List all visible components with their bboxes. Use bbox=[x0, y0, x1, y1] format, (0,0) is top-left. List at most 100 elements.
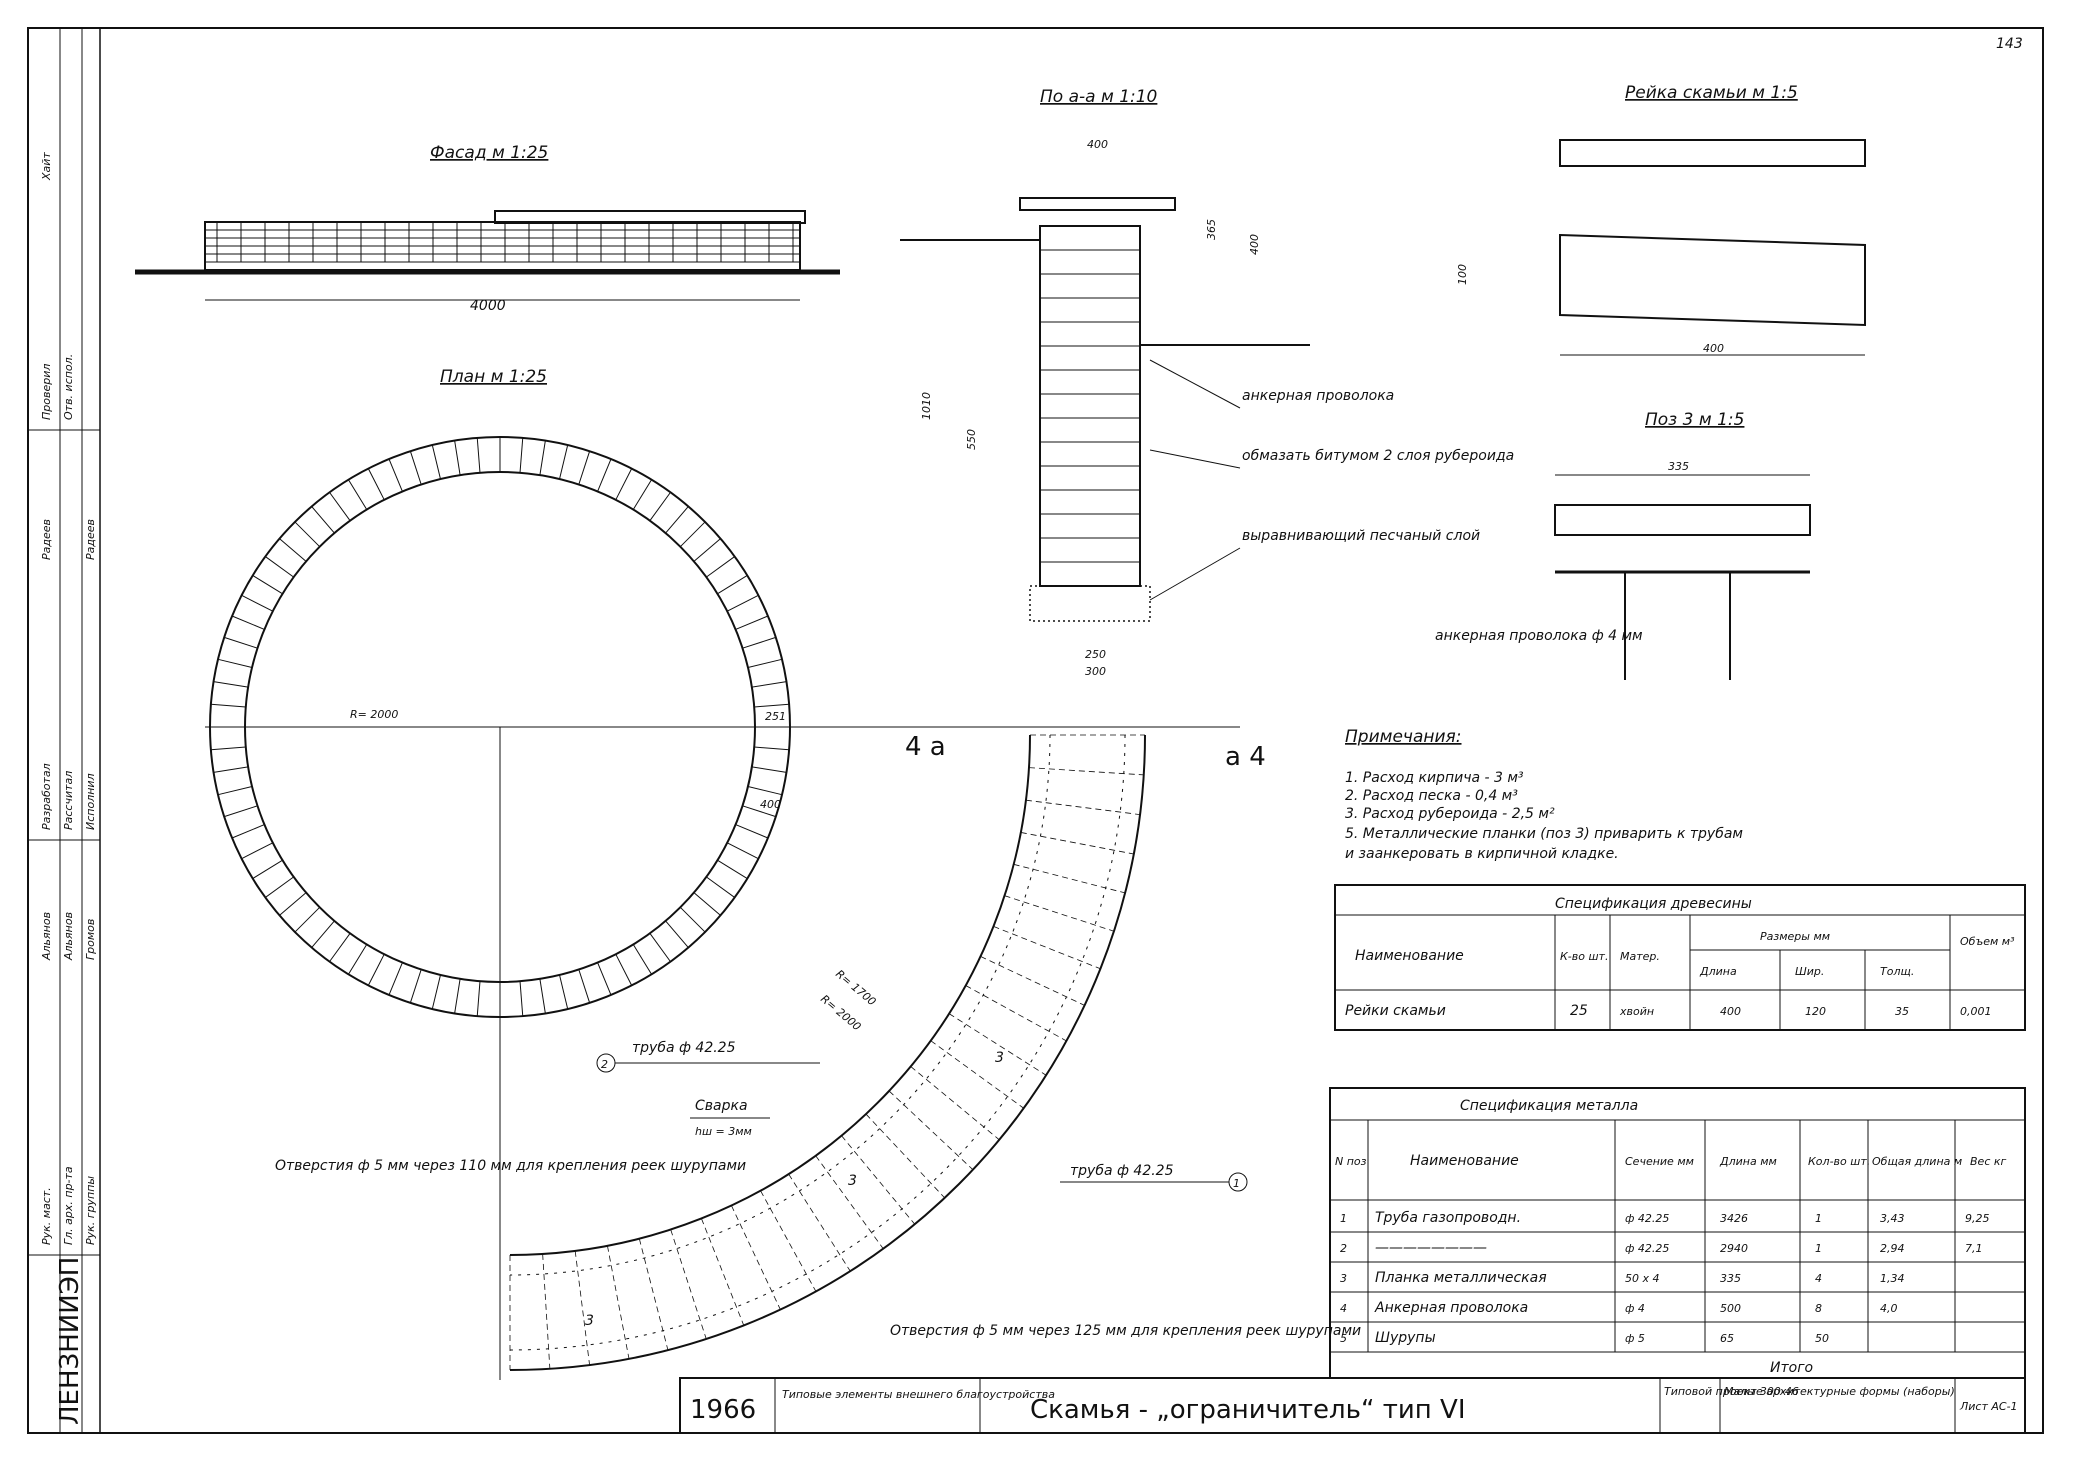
metal-cell: 500 bbox=[1720, 1302, 1741, 1315]
stamp-role-4: Рассчитал bbox=[62, 771, 75, 830]
metal-h-6: Вес кг bbox=[1970, 1155, 2007, 1168]
rail-length: 400 bbox=[1703, 342, 1724, 355]
metal-cell: 65 bbox=[1720, 1332, 1734, 1345]
section-dim-400b: 400 bbox=[1248, 234, 1261, 255]
pipe-2-number: 2 bbox=[601, 1058, 608, 1071]
metal-cell: 2940 bbox=[1720, 1242, 1748, 1255]
bench-slat bbox=[980, 956, 1085, 1006]
pipe-1-label: труба ф 42.25 bbox=[1070, 1163, 1174, 1179]
ring-brick-joint bbox=[265, 556, 294, 578]
metal-cell: 7,1 bbox=[1965, 1242, 1983, 1255]
section-dim-365: 365 bbox=[1205, 219, 1218, 240]
ring-brick-joint bbox=[329, 492, 351, 521]
bench-slat bbox=[788, 1173, 851, 1272]
ring-brick-joint bbox=[632, 479, 652, 510]
ring-brick-joint bbox=[742, 805, 776, 818]
metal-h-1: Наименование bbox=[1410, 1153, 1519, 1169]
ring-brick-joint bbox=[252, 859, 283, 879]
ring-brick-joint bbox=[241, 842, 274, 860]
ring-brick-joint bbox=[454, 978, 461, 1014]
bench-slat bbox=[930, 1040, 1024, 1109]
wood-r-qty: 25 bbox=[1570, 1003, 1588, 1019]
note-5-cont: и заанкеровать в кирпичной кладке. bbox=[1345, 846, 1619, 862]
metal-title: Спецификация металла bbox=[1460, 1098, 1638, 1114]
stamp-role-3: Разработал bbox=[40, 763, 53, 830]
bench-slat bbox=[948, 1013, 1047, 1076]
bench-slat bbox=[888, 1090, 974, 1170]
facade-view: Фасад м 1:25 4000 bbox=[135, 143, 840, 314]
tb-col4: Малые архитектурные формы (наборы) bbox=[1724, 1385, 1955, 1398]
bench-slat bbox=[1020, 832, 1134, 855]
bench-slat bbox=[731, 1205, 781, 1310]
ring-brick-joint bbox=[329, 933, 351, 962]
metal-cell: 8 bbox=[1815, 1302, 1822, 1315]
tag-3c: 3 bbox=[585, 1313, 594, 1329]
section-note-wire: анкерная проволока bbox=[1242, 388, 1394, 404]
tb-name: Скамья - „ограничитель“ тип VI bbox=[1030, 1395, 1466, 1425]
wood-h-size: Размеры мм bbox=[1760, 930, 1830, 943]
pos3-length: 335 bbox=[1668, 460, 1689, 473]
wood-title: Спецификация древесины bbox=[1555, 896, 1752, 912]
wood-r-mat: хвойн bbox=[1619, 1005, 1654, 1018]
notes-block: Примечания: 1. Расход кирпича - 3 м³ 2. … bbox=[1345, 727, 1743, 862]
ring-brick-joint bbox=[519, 981, 524, 1017]
metal-cell: 9,25 bbox=[1965, 1212, 1990, 1225]
ring-brick-joint bbox=[431, 444, 441, 480]
wood-h-t: Толщ. bbox=[1880, 965, 1914, 978]
ring-brick-joint bbox=[751, 681, 787, 688]
bench-slat bbox=[1028, 767, 1144, 776]
left-stamp: ЛЕНЗНИИЭП Рук. маст. Гл. арх. пр-та Рук.… bbox=[28, 28, 100, 1433]
ring-brick-joint bbox=[693, 538, 721, 562]
stamp-role-7: Отв. испол. bbox=[62, 354, 75, 420]
stamp-name-1: Альянов bbox=[40, 912, 53, 961]
ring-brick-joint bbox=[597, 962, 612, 996]
ring-brick-joint bbox=[735, 615, 769, 630]
stamp-role-1: Гл. арх. пр-та bbox=[62, 1166, 75, 1245]
tb-series: Типовые элементы внешнего благоустройств… bbox=[782, 1388, 1055, 1401]
note-2: 2. Расход песка - 0,4 м³ bbox=[1345, 788, 1518, 804]
tb-col3: Типовой проект 300-46 bbox=[1664, 1385, 1799, 1398]
facade-length: 4000 bbox=[470, 298, 506, 314]
ring-brick-joint bbox=[388, 458, 403, 492]
bench-slat bbox=[841, 1135, 916, 1225]
ring-brick-joint bbox=[539, 440, 546, 476]
bench-slat bbox=[1025, 799, 1141, 815]
ring-brick-joint bbox=[747, 658, 783, 668]
metal-cell: ф 42.25 bbox=[1625, 1212, 1669, 1225]
metal-cell: 4 bbox=[1815, 1272, 1822, 1285]
ring-brick-joint bbox=[717, 575, 748, 595]
metal-total: Итого bbox=[1770, 1360, 1813, 1376]
ring-brick-joint bbox=[431, 974, 441, 1010]
notes-title: Примечания: bbox=[1345, 727, 1462, 747]
section-dim-550: 550 bbox=[965, 429, 978, 450]
metal-cell: 4 bbox=[1340, 1302, 1347, 1315]
tag-3: 3 bbox=[995, 1050, 1004, 1066]
wood-h-w: Шир. bbox=[1795, 965, 1824, 978]
wood-h-mat: Матер. bbox=[1620, 950, 1660, 963]
rail-title: Рейка скамьи м 1:5 bbox=[1625, 83, 1798, 103]
note-5: 5. Металлические планки (поз 3) приварит… bbox=[1345, 826, 1743, 842]
bench-radius-1: R= 1700 bbox=[833, 967, 878, 1008]
ring-brick-joint bbox=[213, 681, 249, 688]
ring-brick-joint bbox=[294, 906, 321, 933]
ring-brick-joint bbox=[578, 969, 591, 1003]
weld-height: hш = 3мм bbox=[695, 1125, 752, 1138]
section-mark-right: а 4 bbox=[1225, 742, 1266, 772]
metal-cell: 50 х 4 bbox=[1625, 1272, 1660, 1285]
ring-brick-joint bbox=[706, 556, 735, 578]
metal-cell: 5 bbox=[1340, 1332, 1347, 1345]
metal-cell: Шурупы bbox=[1375, 1330, 1436, 1346]
note-1: 1. Расход кирпича - 3 м³ bbox=[1345, 770, 1524, 786]
ring-brick-joint bbox=[367, 468, 385, 501]
stamp-role-0: Рук. маст. bbox=[40, 1187, 53, 1245]
wood-h-qty: К-во шт. bbox=[1560, 950, 1608, 963]
facade-title: Фасад м 1:25 bbox=[430, 143, 548, 163]
ring-brick-joint bbox=[665, 920, 689, 948]
ring-brick-joint bbox=[559, 974, 569, 1010]
ring-brick-joint bbox=[224, 636, 258, 649]
bench-slat bbox=[542, 1253, 551, 1369]
stamp-name-2: Альянов bbox=[62, 912, 75, 961]
bench-slat bbox=[910, 1066, 1000, 1141]
stamp-role-6: Проверил bbox=[40, 364, 53, 420]
metal-cell: Труба газопроводн. bbox=[1375, 1210, 1521, 1226]
